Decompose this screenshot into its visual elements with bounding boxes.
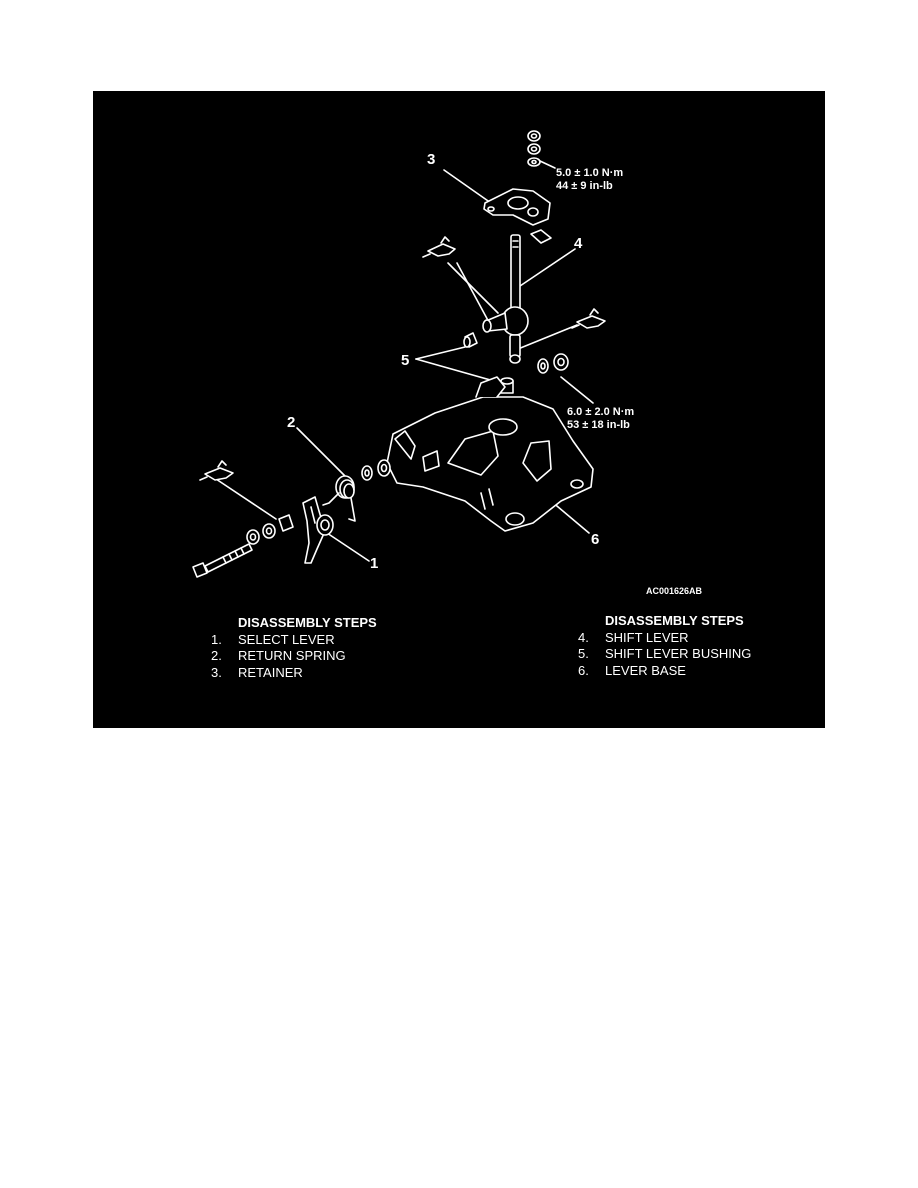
step-number: 5. [578, 646, 589, 661]
callout-6: 6 [591, 531, 600, 548]
base-washers [361, 459, 391, 481]
callout-4: 4 [574, 235, 583, 252]
callout-1: 1 [370, 555, 379, 572]
figure-code: AC001626AB [646, 586, 703, 596]
callout-2: 2 [287, 414, 296, 431]
callout-3: 3 [427, 151, 436, 168]
step-label: SELECT LEVER [238, 631, 335, 647]
callout-5: 5 [401, 352, 410, 369]
lever-base-part [386, 376, 594, 532]
step-item: 6. LEVER BASE [578, 663, 751, 680]
torque-spec-lever-nut: 6.0 ± 2.0 N·m 53 ± 18 in-lb [567, 406, 634, 432]
disassembly-steps-right: DISASSEMBLY STEPS 4. SHIFT LEVER 5. SHIFT … [578, 613, 751, 679]
torque-metric: 6.0 ± 2.0 N·m [567, 406, 635, 418]
torque-metric: 5.0 ± 1.0 N·m [556, 167, 624, 179]
step-item: 5. SHIFT LEVER BUSHING [578, 646, 751, 663]
plate-part [530, 229, 552, 244]
upper-nut-stack [527, 130, 541, 167]
step-item: 1. SELECT LEVER [211, 632, 377, 649]
step-label: RETAINER [238, 664, 303, 680]
grease-gun-icon [199, 460, 234, 481]
step-label: SHIFT LEVER [605, 629, 689, 645]
step-number: 1. [211, 631, 222, 647]
step-number: 2. [211, 648, 222, 663]
lever-nut-washer [537, 353, 569, 374]
shift-lever-part [482, 234, 529, 364]
disassembly-steps-left: DISASSEMBLY STEPS 1. SELECT LEVER 2. RETUR… [211, 615, 377, 681]
bushing-parts [463, 332, 514, 394]
step-item: 2. RETURN SPRING [211, 648, 377, 665]
exploded-view-figure: 3 4 5 2 6 1 5.0 ± 1.0 N·m 44 ± 9 in-lb 6… [93, 91, 825, 728]
exploded-diagram [192, 130, 606, 578]
step-label: RETURN SPRING [238, 648, 346, 663]
grease-gun-icon [571, 308, 606, 329]
select-lever-part [302, 496, 334, 564]
step-item: 3. RETAINER [211, 665, 377, 682]
retainer-part [483, 188, 551, 226]
step-label: LEVER BASE [605, 662, 686, 678]
step-number: 3. [211, 664, 222, 680]
torque-imperial: 53 ± 18 in-lb [567, 419, 630, 431]
step-number: 4. [578, 629, 589, 645]
return-spring-part [322, 475, 356, 522]
torque-imperial: 44 ± 9 in-lb [556, 180, 613, 192]
bolt-assembly [192, 514, 294, 578]
steps-title: DISASSEMBLY STEPS [605, 613, 744, 628]
torque-spec-retainer-nut: 5.0 ± 1.0 N·m 44 ± 9 in-lb [556, 167, 623, 193]
step-number: 6. [578, 662, 589, 678]
steps-title: DISASSEMBLY STEPS [238, 615, 377, 630]
step-label: SHIFT LEVER BUSHING [605, 646, 752, 661]
step-item: 4. SHIFT LEVER [578, 630, 751, 647]
grease-gun-icon [422, 236, 456, 258]
